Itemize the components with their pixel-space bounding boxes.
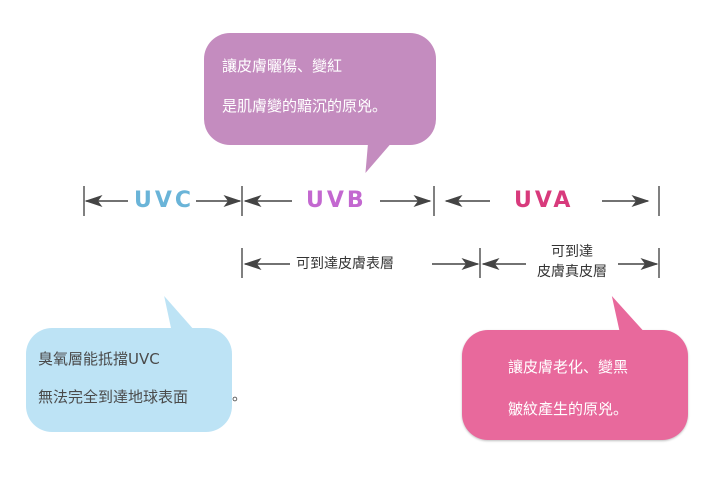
- uvb-bubble-line2: 是肌膚變的黯沉的原兇。: [222, 97, 388, 115]
- epidermis-depth-label: 可到達皮膚表層: [296, 254, 394, 274]
- uvc-label: UVC: [134, 188, 195, 213]
- dermis-depth-line1: 可到達: [551, 244, 593, 260]
- uvc-bubble-line2: 無法完全到達地球表面: [38, 388, 189, 406]
- uva-bubble-line1: 讓皮膚老化、變黑: [508, 358, 629, 376]
- uvb-bubble-line1: 讓皮膚曬傷、變紅: [222, 57, 343, 75]
- dermis-depth-line2: 皮膚真皮層: [537, 264, 607, 280]
- uva-speech-bubble: 讓皮膚老化、變黑 皺紋產生的原兇。: [462, 296, 688, 440]
- dermis-depth-label: 可到達 皮膚真皮層: [526, 242, 618, 282]
- uvc-bubble-line1: 臭氧層能抵擋UVC: [38, 350, 160, 368]
- uvc-bubble-period: 。: [232, 386, 248, 404]
- uvb-speech-bubble: 讓皮膚曬傷、變紅 是肌膚變的黯沉的原兇。: [204, 33, 436, 173]
- uva-bubble-line2: 皺紋產生的原兇。: [508, 400, 629, 418]
- uvc-speech-bubble: 臭氧層能抵擋UVC 無法完全到達地球表面: [26, 296, 232, 432]
- uvb-label: UVB: [306, 188, 367, 213]
- uva-label: UVA: [514, 188, 574, 213]
